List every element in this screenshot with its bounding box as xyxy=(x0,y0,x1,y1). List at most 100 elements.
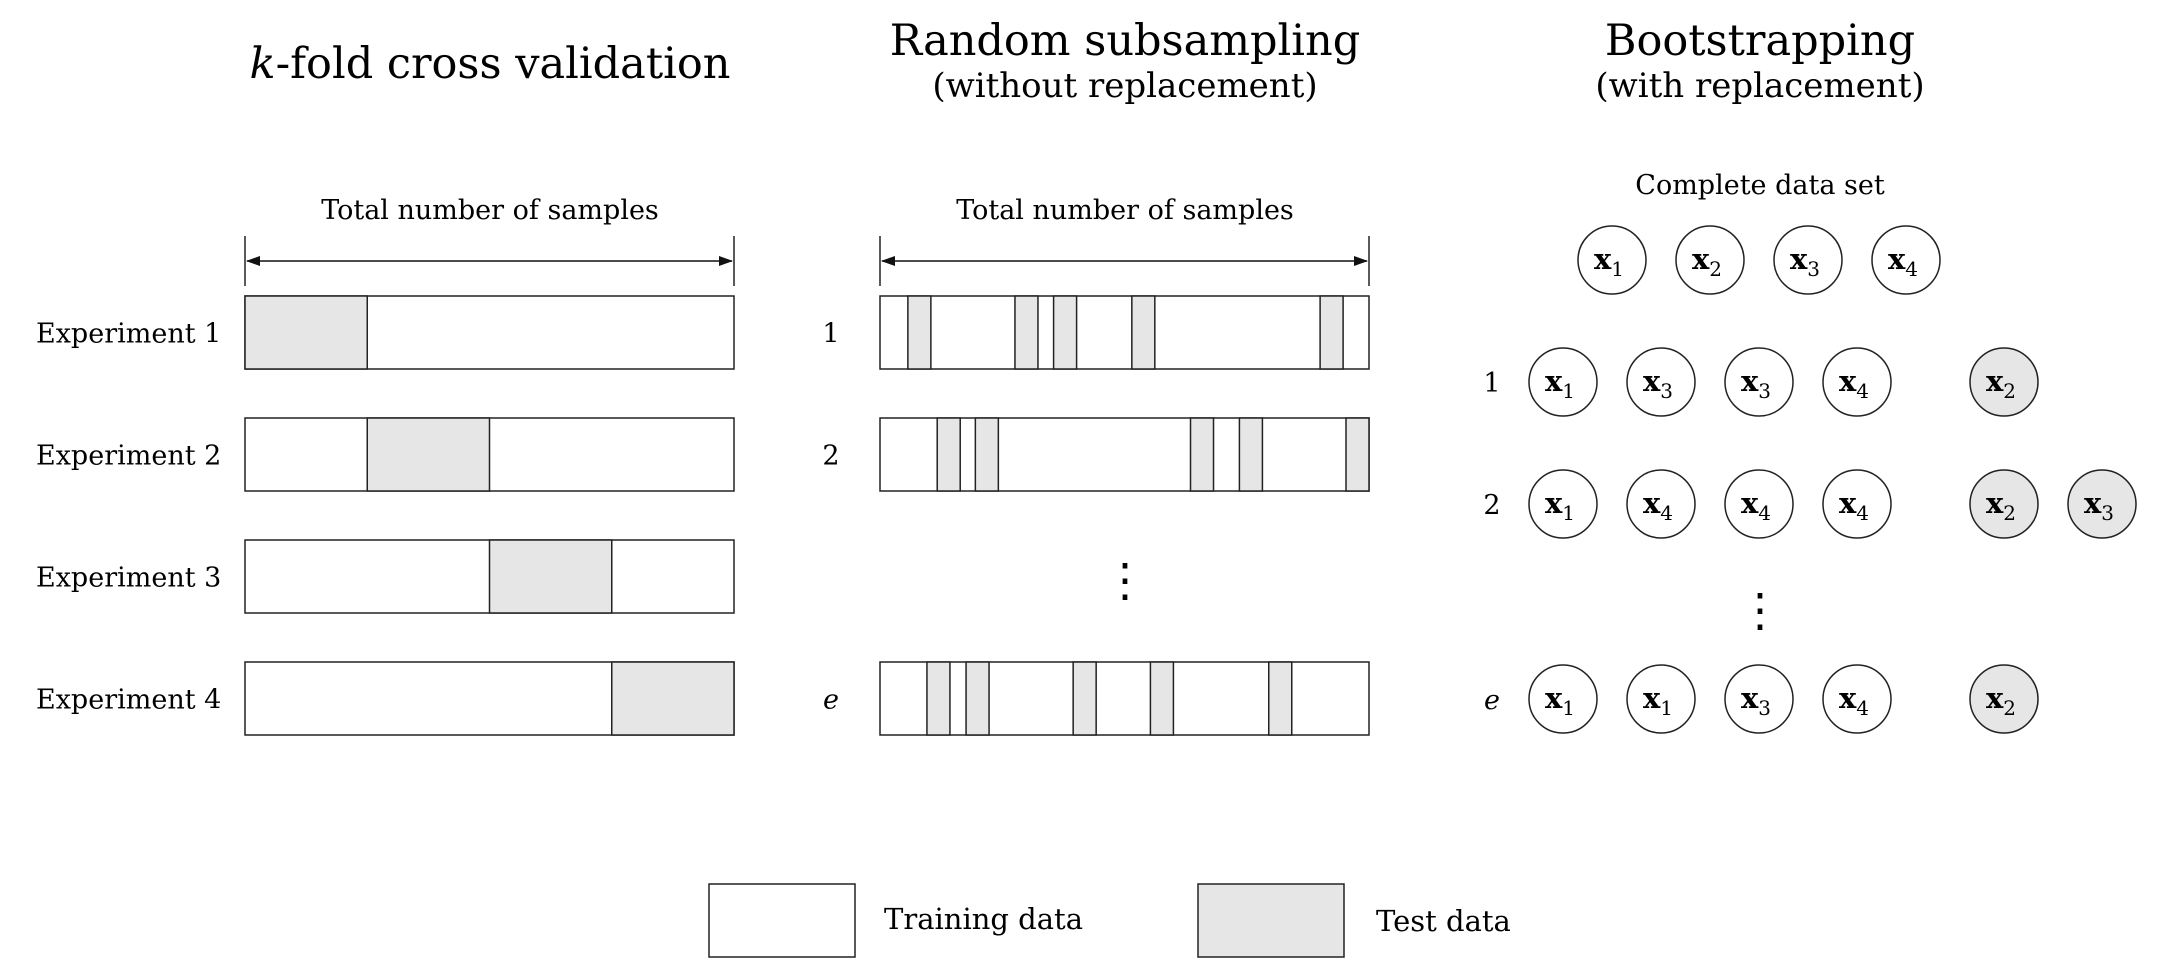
sample-circle xyxy=(1626,469,1696,539)
kfold-dimension-arrow xyxy=(244,236,735,286)
kfold-row-label: Experiment 1 xyxy=(36,319,221,350)
subsampling-test-stripe xyxy=(974,417,1000,492)
sample-circle xyxy=(1675,225,1745,295)
kfold-test-fold xyxy=(488,539,613,614)
bootstrap-row-label: e xyxy=(1484,685,1500,716)
bootstrap-test-sample: x2 xyxy=(1969,347,2039,417)
bootstrap-sample: x3 xyxy=(1724,664,1794,734)
sample-circle xyxy=(1822,469,1892,539)
subsampling-test-stripe xyxy=(1268,661,1293,736)
subsampling-title: Random subsampling xyxy=(890,16,1361,66)
bootstrap-sample: x1 xyxy=(1528,469,1598,539)
sample-circle xyxy=(1969,469,2039,539)
bootstrap-sample: x4 xyxy=(1871,225,1941,295)
subsampling-test-stripe xyxy=(926,661,951,736)
sample-label: x3 xyxy=(1741,681,1771,720)
kfold-bar xyxy=(244,539,735,614)
kfold-bar xyxy=(244,661,735,736)
sample-label: x4 xyxy=(1839,364,1869,403)
kfold-arrow-label: Total number of samples xyxy=(321,195,659,226)
subsampling-bar xyxy=(879,661,1370,736)
sample-circle xyxy=(1577,225,1647,295)
sample-label: x4 xyxy=(1643,486,1673,525)
subsampling-test-stripe xyxy=(1189,417,1215,492)
kfold-rows: Experiment 1 Experiment 2 Experiment 3 Expe… xyxy=(36,295,735,736)
bootstrap-complete-set: x1 x2 x3 x4 xyxy=(1577,225,1941,295)
kfold-row-label: Experiment 4 xyxy=(36,685,221,716)
kfold-test-fold xyxy=(244,295,368,370)
bootstrap-row-label: 1 xyxy=(1483,368,1500,399)
sample-label: x1 xyxy=(1643,681,1673,720)
subsampling-row-label: 1 xyxy=(822,319,839,350)
sample-circle xyxy=(1773,225,1843,295)
sample-label: x2 xyxy=(1692,242,1722,281)
bootstrap-test-sample: x3 xyxy=(2067,469,2137,539)
bootstrap-sample: x4 xyxy=(1822,469,1892,539)
sample-circle xyxy=(1626,347,1696,417)
kfold-test-fold xyxy=(366,417,491,492)
bootstrap-test-sample: x2 xyxy=(1969,469,2039,539)
kfold-title-var: k xyxy=(250,39,276,89)
subsampling-row-label: e xyxy=(823,685,839,716)
legend-test-label: Test data xyxy=(1376,904,1511,938)
bootstrap-test-sample: x2 xyxy=(1969,664,2039,734)
subsampling-test-stripe xyxy=(1345,417,1370,492)
bootstrap-row-label: 2 xyxy=(1483,490,1500,521)
sample-circle xyxy=(1724,664,1794,734)
bootstrap-sample: x1 xyxy=(1528,664,1598,734)
subsampling-test-stripe xyxy=(1149,661,1175,736)
subsampling-rows: 12e xyxy=(822,295,1370,736)
bootstrap-sample: x2 xyxy=(1675,225,1745,295)
kfold-row-label: Experiment 2 xyxy=(36,441,221,472)
sample-label: x3 xyxy=(1790,242,1820,281)
bootstrap-sample: x1 xyxy=(1577,225,1647,295)
sample-label: x1 xyxy=(1545,681,1575,720)
subsampling-test-stripe xyxy=(1238,417,1264,492)
sample-circle xyxy=(1724,347,1794,417)
kfold-row-label: Experiment 3 xyxy=(36,563,221,594)
sample-label: x1 xyxy=(1545,486,1575,525)
kfold-title-rest: -fold cross validation xyxy=(276,39,731,89)
sample-circle xyxy=(1822,347,1892,417)
subsampling-test-stripe xyxy=(936,417,961,492)
sample-circle xyxy=(1626,664,1696,734)
subsampling-test-stripe xyxy=(907,295,932,370)
sample-label: x4 xyxy=(1839,486,1869,525)
legend-training-swatch xyxy=(708,883,856,958)
bootstrap-sample: x4 xyxy=(1822,664,1892,734)
sample-circle xyxy=(2067,469,2137,539)
bootstrap-sample: x4 xyxy=(1724,469,1794,539)
kfold-bar xyxy=(244,295,735,370)
sample-circle xyxy=(1528,664,1598,734)
sample-circle xyxy=(1724,469,1794,539)
subsampling-test-stripe xyxy=(1014,295,1039,370)
subsampling-test-stripe xyxy=(1319,295,1344,370)
legend-test-swatch xyxy=(1197,883,1345,958)
sample-circle xyxy=(1528,347,1598,417)
bootstrap-sample: x1 xyxy=(1626,664,1696,734)
subsampling-ellipsis: ⋮ xyxy=(1102,553,1148,607)
kfold-test-fold xyxy=(611,661,735,736)
bootstrap-complete-label: Complete data set xyxy=(1635,170,1885,201)
sample-label: x4 xyxy=(1839,681,1869,720)
bootstrap-ellipsis: ⋮ xyxy=(1737,583,1783,637)
legend-training-label: Training data xyxy=(884,902,1083,936)
subsampling-bar xyxy=(879,295,1370,370)
bootstrap-sample: x3 xyxy=(1724,347,1794,417)
subsampling-dimension-arrow xyxy=(879,236,1370,286)
sample-circle xyxy=(1822,664,1892,734)
sample-label: x3 xyxy=(1741,364,1771,403)
legend: Training data Test data xyxy=(708,883,1511,958)
sample-label: x1 xyxy=(1594,242,1624,281)
sample-label: x2 xyxy=(1986,364,2016,403)
subsampling-bar xyxy=(879,417,1370,492)
sample-label: x2 xyxy=(1986,681,2016,720)
sample-label: x1 xyxy=(1545,364,1575,403)
sample-label: x4 xyxy=(1888,242,1918,281)
bootstrap-rows: 1 x1 x3 x3 x4 x2 2 x1 x4 x4 x4 x2 x3 e x1 x1 x3 x4 x2 xyxy=(1483,347,2137,734)
sample-label: x3 xyxy=(1643,364,1673,403)
sample-label: x4 xyxy=(1741,486,1771,525)
kfold-bar xyxy=(244,417,735,492)
sample-circle xyxy=(1528,469,1598,539)
